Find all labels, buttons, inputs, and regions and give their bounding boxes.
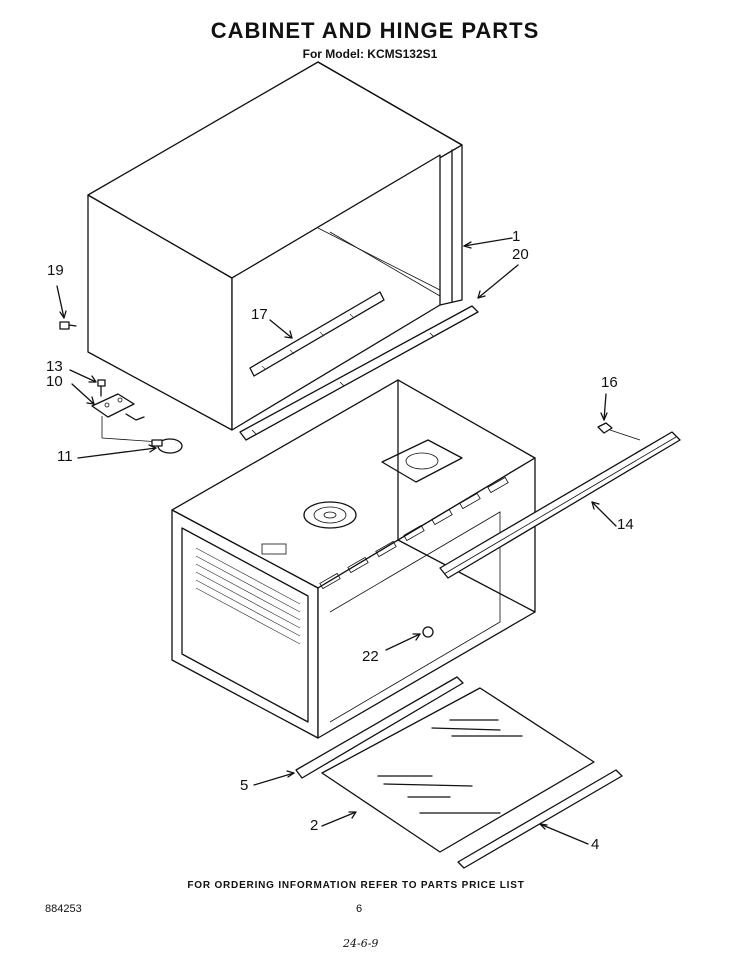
glass-tray bbox=[321, 687, 595, 853]
cabinet-wrapper bbox=[87, 61, 463, 431]
hinge-pin-11 bbox=[151, 438, 183, 454]
side-rail bbox=[439, 431, 681, 579]
front-strip bbox=[295, 676, 464, 779]
model-subtitle: For Model: KCMS132S1 bbox=[302, 47, 438, 61]
screw-13 bbox=[97, 379, 106, 397]
callout-16: 16 bbox=[601, 374, 618, 391]
callout-11: 11 bbox=[57, 448, 73, 465]
callout-19: 19 bbox=[47, 262, 64, 279]
rear-strip bbox=[457, 769, 623, 869]
lower-rail bbox=[239, 305, 479, 441]
screw-16 bbox=[597, 422, 641, 441]
callout-1: 1 bbox=[512, 228, 521, 245]
document-number: 884253 bbox=[45, 903, 82, 915]
callout-22: 22 bbox=[362, 648, 379, 665]
screw-19 bbox=[59, 321, 77, 330]
page-title: CABINET AND HINGE PARTS bbox=[210, 18, 540, 43]
callout-20: 20 bbox=[512, 246, 529, 263]
callout-13: 13 bbox=[46, 358, 63, 375]
trim-strip bbox=[249, 291, 385, 377]
callout-14: 14 bbox=[617, 516, 634, 533]
leader-lines bbox=[56, 237, 617, 845]
callout-2: 2 bbox=[310, 817, 319, 834]
callout-17: 17 bbox=[251, 306, 268, 323]
callout-4: 4 bbox=[591, 836, 600, 853]
inner-chassis bbox=[171, 379, 536, 739]
page-number: 6 bbox=[356, 903, 363, 915]
hinge-10 bbox=[91, 393, 161, 443]
callout-5: 5 bbox=[240, 777, 249, 794]
date-code: 24-6-9 bbox=[343, 937, 379, 950]
ordering-info-note: FOR ORDERING INFORMATION REFER TO PARTS … bbox=[187, 880, 525, 891]
callout-10: 10 bbox=[46, 373, 63, 390]
